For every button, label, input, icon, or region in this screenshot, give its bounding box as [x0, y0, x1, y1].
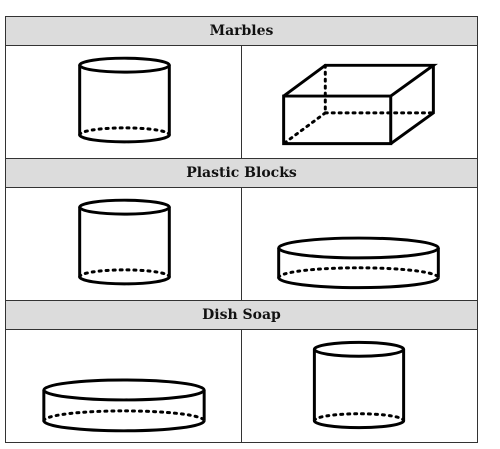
shape-cell — [5, 329, 242, 443]
shape-cell — [5, 45, 242, 159]
shape-row — [5, 329, 478, 443]
section-title: Plastic Blocks — [5, 158, 478, 188]
shape-row — [5, 45, 478, 159]
flat-cylinder-icon — [42, 378, 206, 433]
shape-cell — [241, 329, 478, 443]
container-shapes-table: Marbles — [5, 16, 478, 443]
section-title: Marbles — [5, 16, 478, 46]
cylinder-icon — [78, 56, 171, 144]
flat-cylinder-icon — [277, 236, 440, 290]
cylinder-icon — [312, 340, 406, 430]
rectangular-prism-icon — [282, 63, 438, 146]
shape-row — [5, 187, 478, 301]
shape-cell — [241, 187, 478, 301]
section-header-row: Dish Soap — [5, 300, 478, 330]
section-header-row: Marbles — [5, 16, 478, 46]
section-title: Dish Soap — [5, 300, 478, 330]
shape-cell — [5, 187, 242, 301]
shape-cell — [241, 45, 478, 159]
section-header-row: Plastic Blocks — [5, 158, 478, 188]
cylinder-icon — [78, 198, 171, 286]
